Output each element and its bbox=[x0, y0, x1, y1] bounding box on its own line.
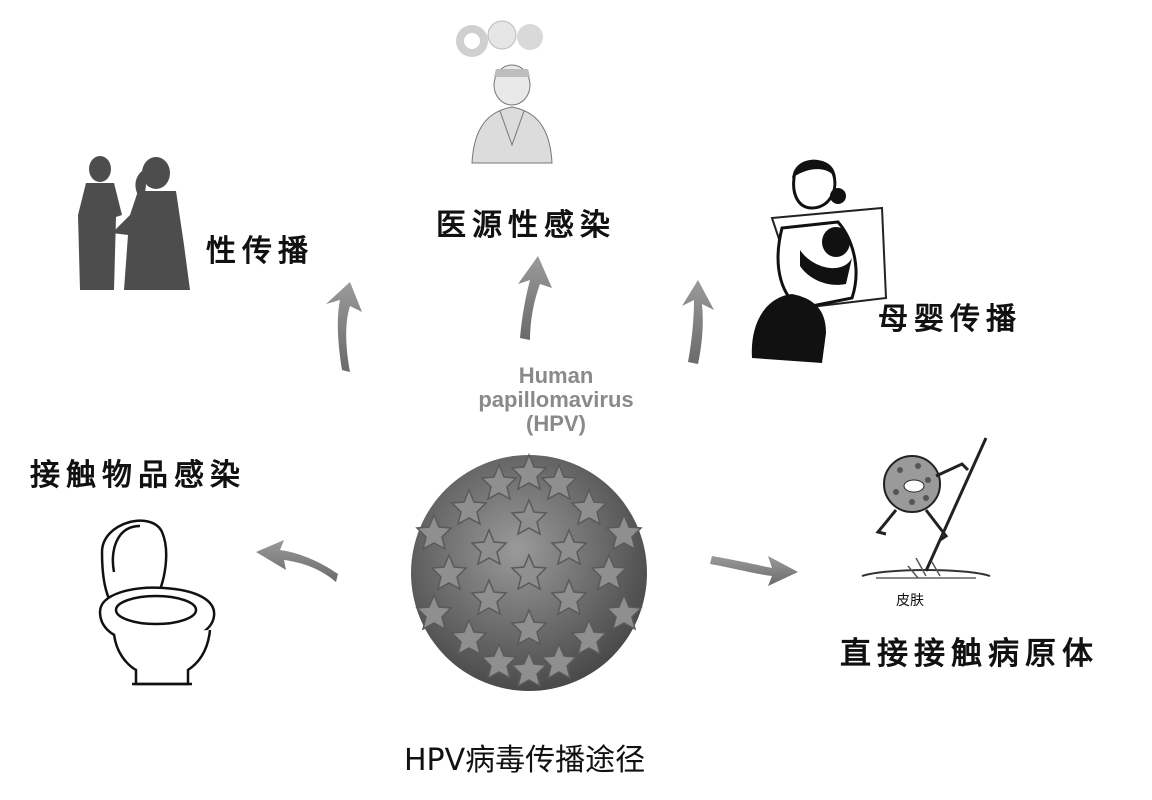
arrow-to-iatrogenic bbox=[518, 256, 552, 340]
mother-baby-icon bbox=[751, 159, 888, 363]
label-sexual-transmission: 性传播 bbox=[206, 234, 314, 269]
label-mother-infant-transmission: 母婴传播 bbox=[878, 302, 1022, 337]
arrow-to-objects bbox=[256, 540, 338, 582]
arrow-to-sexual bbox=[326, 282, 362, 372]
doctor-icon bbox=[456, 20, 553, 164]
label-iatrogenic-infection: 医源性感染 bbox=[436, 208, 616, 243]
virus-particle-icon bbox=[411, 454, 647, 691]
couple-silhouette-icon bbox=[78, 156, 190, 290]
center-title-line-3: (HPV) bbox=[526, 411, 586, 436]
center-title: Human papillomavirus (HPV) bbox=[0, 364, 1152, 436]
arrow-to-mother bbox=[682, 280, 714, 364]
skin-label: 皮肤 bbox=[896, 593, 924, 609]
center-title-line-2: papillomavirus bbox=[478, 387, 634, 412]
label-contact-objects-infection: 接触物品感染 bbox=[30, 458, 246, 493]
virus-character-icon bbox=[861, 437, 991, 579]
toilet-icon bbox=[98, 519, 216, 686]
center-title-line-1: Human bbox=[518, 363, 594, 388]
label-direct-contact-pathogen: 直接接触病原体 bbox=[840, 636, 1099, 672]
arrow-to-direct bbox=[710, 556, 798, 586]
diagram-caption: HPV病毒传播途径 bbox=[404, 743, 646, 778]
